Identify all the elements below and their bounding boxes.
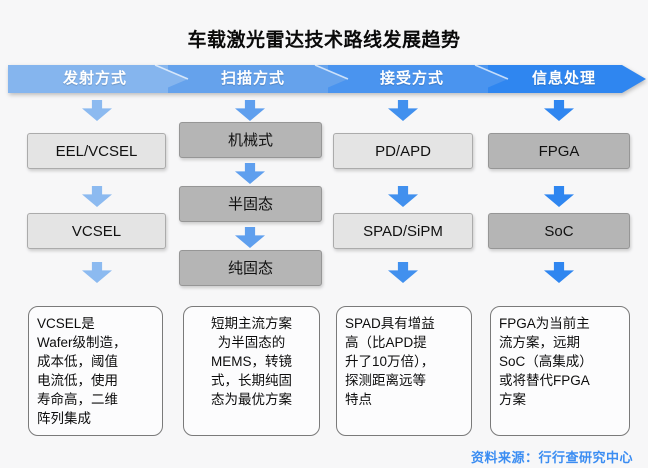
- banner-segment-shape-2: [168, 65, 328, 93]
- down-arrow-icon: [388, 262, 418, 283]
- banner-segment-shape-1: [8, 65, 168, 93]
- node-pd-apd: PD/APD: [333, 133, 473, 169]
- down-arrow-icon: [82, 186, 112, 207]
- down-arrow-icon: [235, 227, 265, 248]
- banner-segment-scanning: 扫描方式: [220, 70, 285, 87]
- note-emission: VCSEL是 Wafer级制造， 成本低，阈值 电流低，使用 寿命高，二维 阵列…: [28, 306, 163, 436]
- down-arrow-icon: [544, 186, 574, 207]
- banner-segment-processing: 信息处理: [531, 70, 596, 87]
- note-processing: FPGA为当前主 流方案，远期 SoC（高集成） 或将替代FPGA 方案: [490, 306, 630, 436]
- down-arrow-icon: [544, 262, 574, 283]
- down-arrow-icon: [388, 186, 418, 207]
- page-title: 车载激光雷达技术路线发展趋势: [187, 30, 461, 51]
- source-credit: 资料来源：行行查研究中心: [470, 450, 633, 465]
- node-pure-solid: 纯固态: [179, 250, 322, 286]
- banner-segment-shape-3: [328, 65, 488, 93]
- node-soc: SoC: [488, 213, 630, 249]
- node-semi-solid: 半固态: [179, 186, 322, 222]
- note-scanning: 短期主流方案 为半固态的 MEMS，转镜 式，长期纯固 态为最优方案: [183, 306, 320, 436]
- note-receiving: SPAD具有增益 高（比APD提 升了10万倍）， 探测距离远等 特点: [336, 306, 472, 436]
- chevron-highlight: [154, 64, 189, 80]
- node-eel-vcsel: EEL/VCSEL: [27, 133, 166, 169]
- down-arrow-icon: [82, 100, 112, 121]
- banner-segment-receiving: 接受方式: [379, 70, 444, 87]
- down-arrow-icon: [544, 100, 574, 121]
- banner-chevron-icon: [155, 65, 188, 93]
- node-spad-sipm: SPAD/SiPM: [333, 213, 473, 249]
- banner-arrow-graphic: [8, 64, 646, 93]
- banner-chevron-icon: [315, 65, 348, 93]
- chevron-highlight: [314, 64, 349, 80]
- down-arrow-icon: [235, 163, 265, 184]
- down-arrow-icon: [235, 100, 265, 121]
- chevron-highlight: [474, 64, 509, 80]
- banner-segment-shape-4: [488, 65, 646, 93]
- banner-chevron-icon: [475, 65, 508, 93]
- node-vcsel: VCSEL: [27, 213, 166, 249]
- down-arrow-icon: [388, 100, 418, 121]
- node-mechanical: 机械式: [179, 122, 322, 158]
- node-fpga: FPGA: [488, 133, 630, 169]
- banner-segment-emission: 发射方式: [62, 70, 127, 87]
- down-arrow-icon: [82, 262, 112, 283]
